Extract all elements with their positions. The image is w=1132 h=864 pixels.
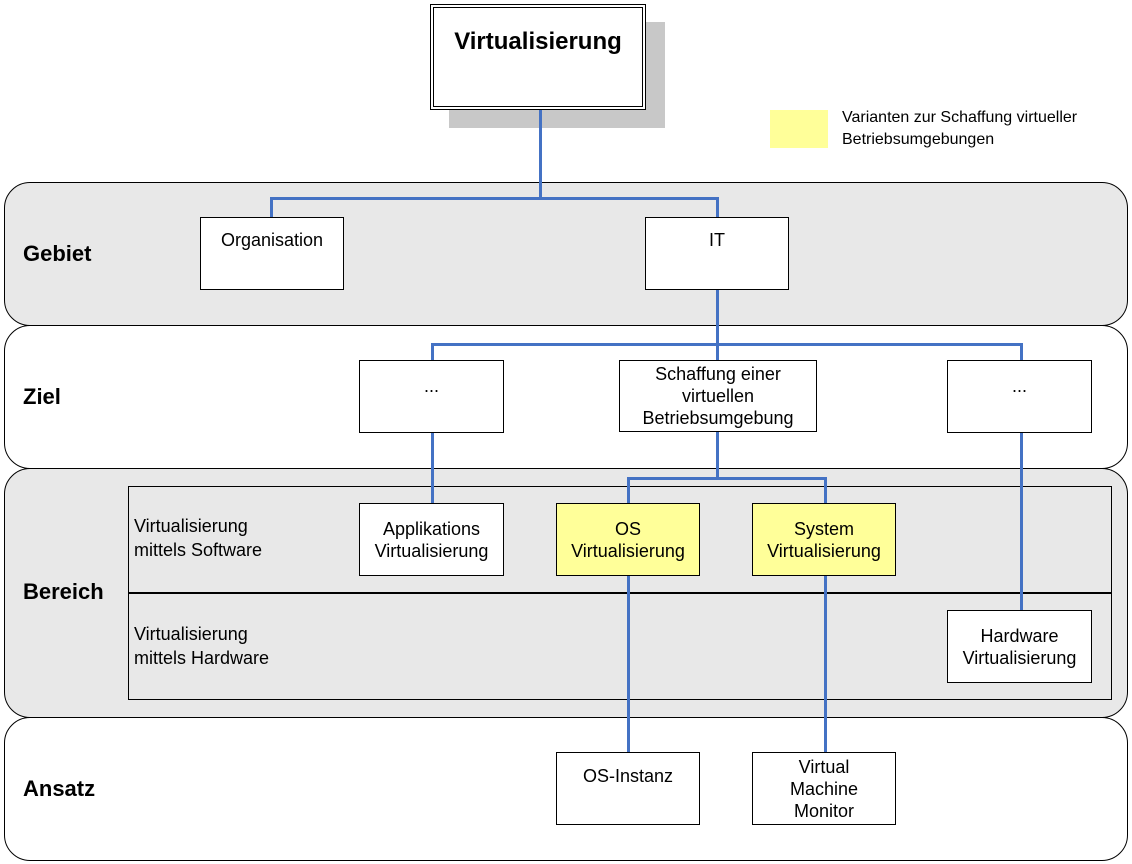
node-ziel-center-line-1: Schaffung einer — [655, 364, 781, 384]
legend-line-1: Varianten zur Schaffung virtueller — [842, 109, 1078, 126]
band-ziel: Ziel — [4, 325, 1128, 469]
software-label-line-2: mittels Software — [134, 540, 263, 560]
node-it-text: IT — [709, 230, 725, 250]
node-ziel-center: Schaffung einer virtuellen Betriebsumgeb… — [619, 360, 817, 432]
node-os-virt-line-2: Virtualisierung — [571, 540, 685, 561]
node-sys-virt-line-2: Virtualisierung — [767, 540, 881, 561]
conn-to-ziel-left — [431, 343, 434, 361]
node-vmm-line-3: Monitor — [793, 800, 855, 821]
node-os-virt: OS Virtualisierung — [556, 503, 700, 576]
node-it: IT — [645, 217, 789, 290]
node-organisation: Organisation — [200, 217, 344, 290]
node-ziel-center-line-3: Betriebsumgebung — [642, 408, 794, 428]
node-ziel-center-line-2: virtuellen — [681, 386, 755, 406]
node-ziel-left-text: ... — [423, 376, 439, 396]
conn-ziel-left-to-app — [431, 432, 434, 504]
node-os-instanz: OS-Instanz — [556, 752, 700, 825]
node-vmm: Virtual Machine Monitor — [752, 752, 896, 825]
conn-to-it — [716, 197, 719, 217]
conn-ziel-center-down — [716, 431, 719, 479]
conn-gebiet-bar — [270, 197, 718, 200]
bereich-row-hardware-label: Virtualisierung mittels Hardware — [134, 622, 269, 670]
bereich-inner-frame — [128, 486, 1112, 700]
software-label-line-1: Virtualisierung — [134, 516, 248, 536]
conn-title-down — [539, 110, 542, 198]
hardware-label-line-2: mittels Hardware — [134, 648, 270, 668]
node-os-instanz-text: OS-Instanz — [582, 766, 674, 786]
node-app-virt-line-1: Applikations — [382, 518, 481, 539]
node-hw-virt-line-2: Virtualisierung — [962, 647, 1077, 668]
conn-ziel-right-to-hw — [1020, 432, 1023, 612]
hardware-label-line-1: Virtualisierung — [134, 624, 248, 644]
title-text: Virtualisierung — [454, 28, 622, 55]
conn-to-os-virt — [627, 477, 630, 504]
node-app-virt: Applikations Virtualisierung — [359, 503, 504, 576]
node-ziel-right-text: ... — [1011, 376, 1027, 396]
node-os-virt-line-1: OS — [614, 518, 641, 539]
conn-to-ziel-center — [716, 343, 719, 361]
bereich-row-software-label: Virtualisierung mittels Software — [134, 514, 262, 562]
band-label-ziel: Ziel — [23, 384, 61, 409]
conn-to-ziel-right — [1020, 343, 1023, 361]
band-label-ansatz: Ansatz — [23, 776, 96, 801]
legend-text: Varianten zur Schaffung virtueller Betri… — [842, 107, 1077, 151]
node-vmm-line-1: Virtual — [798, 756, 850, 777]
node-sys-virt: System Virtualisierung — [752, 503, 896, 576]
conn-ziel-bar — [431, 343, 1023, 346]
node-sys-virt-line-1: System — [793, 518, 854, 539]
node-ziel-left: ... — [359, 360, 504, 433]
node-organisation-text: Organisation — [220, 230, 324, 250]
title-box: Virtualisierung — [430, 4, 646, 110]
conn-to-sys-virt — [824, 477, 827, 504]
conn-os-sys-bar — [627, 477, 827, 480]
band-gebiet: Gebiet — [4, 182, 1128, 326]
bereich-row-divider — [129, 592, 1111, 594]
band-label-bereich: Bereich — [23, 579, 104, 604]
node-hw-virt: Hardware Virtualisierung — [947, 610, 1092, 683]
conn-sys-to-vmm — [824, 575, 827, 753]
conn-to-organisation — [270, 197, 273, 217]
band-label-gebiet: Gebiet — [23, 241, 92, 266]
node-ziel-right: ... — [947, 360, 1092, 433]
node-hw-virt-line-1: Hardware — [980, 625, 1059, 646]
legend-line-2: Betriebsumgebungen — [842, 131, 995, 148]
conn-it-down — [716, 289, 719, 345]
node-vmm-line-2: Machine — [789, 778, 859, 799]
node-app-virt-line-2: Virtualisierung — [374, 540, 489, 561]
legend-swatch — [770, 110, 828, 148]
conn-os-to-instanz — [627, 575, 630, 753]
